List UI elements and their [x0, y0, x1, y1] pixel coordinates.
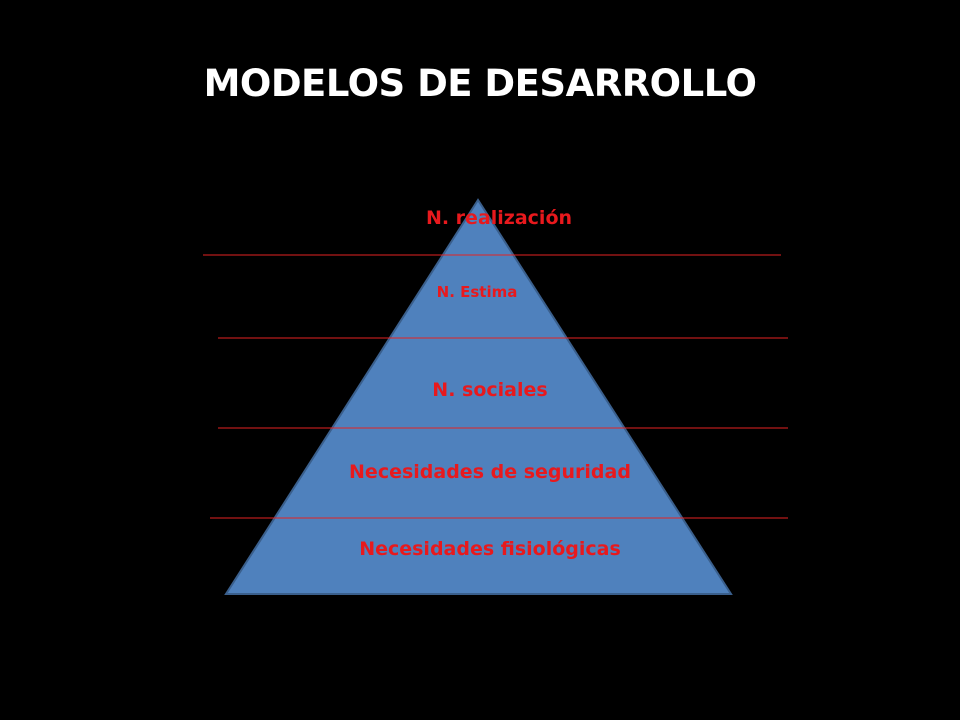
level-label-realizacion: N. realización	[426, 207, 572, 229]
slide-title: MODELOS DE DESARROLLO	[203, 62, 757, 105]
level-label-fisiologicas: Necesidades fisiológicas	[359, 538, 621, 560]
level-label-sociales: N. sociales	[432, 379, 547, 401]
pyramid-shape	[224, 198, 733, 595]
level-label-estima: N. Estima	[437, 283, 518, 301]
level-label-seguridad: Necesidades de seguridad	[349, 461, 631, 483]
